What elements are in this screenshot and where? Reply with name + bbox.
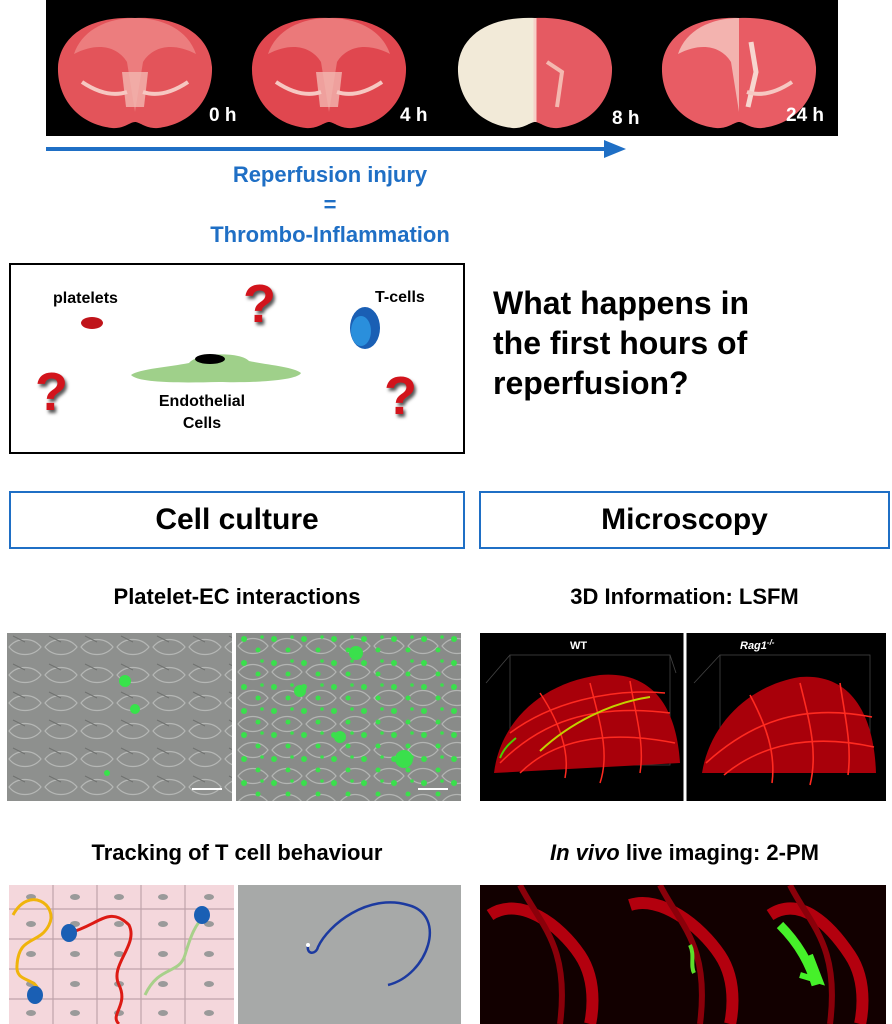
two-pm-vessels xyxy=(486,885,869,1024)
question-title: What happens in the first hours of reper… xyxy=(493,283,813,403)
platelet-ec-title: Platelet-EC interactions xyxy=(113,584,361,609)
micrograph-texture xyxy=(7,633,232,801)
caption-equals: = xyxy=(323,192,337,217)
question-line-3: reperfusion? xyxy=(493,365,689,401)
two-pm-title: In vivo live imaging: 2-PM xyxy=(479,840,890,866)
caption-thrombo-inflammation: Thrombo-Inflammation xyxy=(210,222,450,247)
lsfm-rag-superscript: -/- xyxy=(767,638,775,647)
brain-slice-0h xyxy=(57,17,213,129)
platelet-ec-micrograph-control xyxy=(7,633,232,801)
platelet-ec-micrograph-treated xyxy=(236,633,461,801)
tcell-tracking-title: Tracking of T cell behaviour xyxy=(91,840,383,865)
lsfm-rag-label: Rag1 xyxy=(740,640,767,652)
hour-label-4: 4 h xyxy=(400,105,428,126)
two-pm-title-rest: live imaging: 2-PM xyxy=(619,840,819,865)
brain-slices-strip: 0 h 4 h 8 h 24 h xyxy=(46,0,838,136)
endothelial-label-line1: Endothelial xyxy=(158,393,246,410)
question-mark-icon: ? xyxy=(35,362,68,422)
micrograph-texture xyxy=(236,633,461,801)
question-line-1: What happens in xyxy=(493,285,749,321)
two-pm-title-italic: In vivo xyxy=(550,840,620,865)
platelets-label: platelets xyxy=(53,290,118,307)
brain-slice-8h xyxy=(457,17,613,129)
hour-label-0: 0 h xyxy=(209,105,237,126)
schematic-box: platelets T-cells Endothelial Cells ? ? … xyxy=(9,263,465,454)
endothelial-cell-icon xyxy=(131,354,301,383)
question-mark-icon: ? xyxy=(243,274,276,334)
brain-slice-4h xyxy=(251,17,407,129)
hour-label-24: 24 h xyxy=(786,105,825,126)
tcells-label: T-cells xyxy=(375,289,425,306)
tcell-tracking-schematic xyxy=(9,885,234,1024)
brain-slice-24h xyxy=(661,17,817,129)
lsfm-panel: WT Rag1-/- xyxy=(480,633,886,801)
tcell-track-path xyxy=(306,901,432,987)
tcell-tracking-micrograph xyxy=(238,885,461,1024)
endothelial-grid xyxy=(9,885,234,1024)
lsfm-wt-label: WT xyxy=(570,640,587,652)
hour-label-8: 8 h xyxy=(612,108,640,129)
tcell-icon xyxy=(350,307,380,349)
svg-text:Rag1-/-: Rag1-/- xyxy=(740,638,775,652)
two-pm-panel xyxy=(480,885,886,1024)
platelet-icon xyxy=(81,317,103,329)
caption-reperfusion-injury: Reperfusion injury xyxy=(232,162,428,187)
lsfm-title: 3D Information: LSFM xyxy=(570,584,799,609)
question-mark-icon: ? xyxy=(384,366,417,426)
question-line-2: the first hours of xyxy=(493,325,748,361)
lsfm-vessel-render: WT Rag1-/- xyxy=(485,633,876,801)
microscopy-header: Microscopy xyxy=(479,491,890,549)
endothelial-label-line2: Cells xyxy=(182,415,222,432)
cell-culture-header: Cell culture xyxy=(9,491,465,549)
timeline-arrow xyxy=(46,140,626,158)
